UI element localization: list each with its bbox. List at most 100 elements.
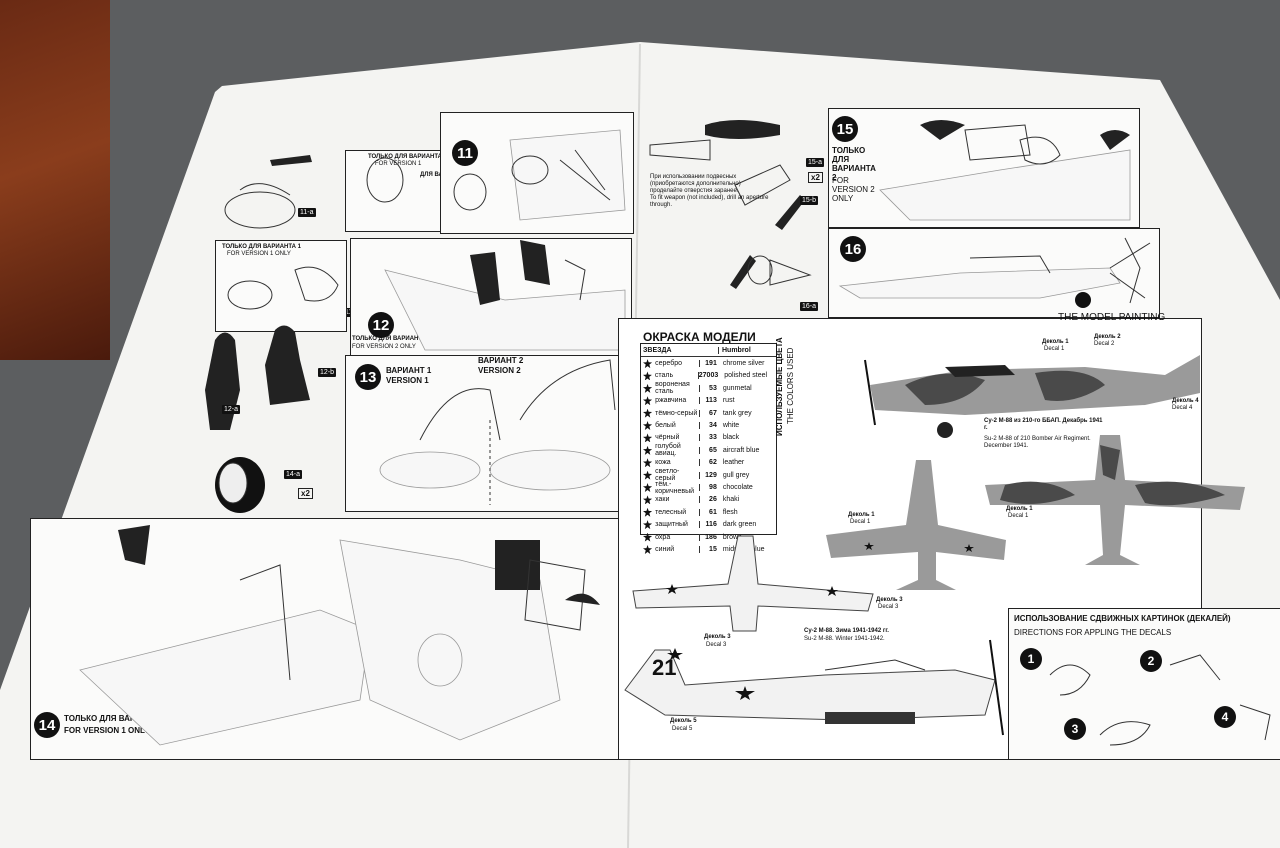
paint-name-en: brown (722, 533, 742, 541)
paint-name-ru: телесный (655, 508, 687, 516)
paint-humbrol-number: 53 (699, 384, 720, 392)
paint-name-en: polished steel (724, 372, 768, 380)
paint-name-ru: тём.-коричневый (655, 480, 695, 495)
decal-step-2: 2 (1140, 650, 1162, 672)
wooden-table-edge (0, 0, 110, 360)
sub-step-15-a: 15-a (806, 158, 825, 167)
decal1-label-en: Decal 1 (1044, 346, 1065, 352)
paint-humbrol-number: 61 (699, 508, 720, 516)
paint-humbrol-number: 191 (699, 360, 720, 368)
aircraft2-side-profile (624, 639, 1004, 736)
step-14-drawing (79, 525, 600, 746)
paint-name-ru: тёмно-серый (655, 409, 698, 417)
paint-name-en: tank grey (722, 409, 752, 417)
paint-humbrol-number: 67 (699, 409, 720, 417)
paint-name-en: aircraft blue (722, 446, 760, 454)
star-icon (643, 458, 653, 468)
step-11b-version1-en: FOR VERSION 1 ONLY (227, 251, 291, 257)
pilot-figures-drawing (205, 325, 310, 430)
star-icon (643, 470, 653, 480)
star-icon (643, 421, 653, 431)
decal1-top-en: Decal 1 (1008, 513, 1029, 519)
paint-humbrol-number: 113 (699, 397, 720, 405)
decal4-label-ru: Деколь 4 (1172, 398, 1199, 404)
paint-name-en: leather (722, 459, 745, 467)
aircraft2-caption-en: Su-2 M-88. Winter 1941-1942. (804, 636, 885, 642)
decal-instructions-title-ru: ИСПОЛЬЗОВАНИЕ СДВИЖНЫХ КАРТИНОК (ДЕКАЛЕЙ… (1014, 614, 1231, 623)
step-14-number: 14 (34, 712, 60, 738)
paint-name-ru: защитный (655, 521, 688, 529)
step-11-number: 11 (452, 140, 478, 166)
aircraft1-top-view (985, 435, 1245, 565)
step-15-label-en: FOR VERSION 2 ONLY (832, 176, 875, 203)
step-12-label-en: FOR VERSION 2 ONLY (352, 344, 416, 350)
decal3-side-ru: Деколь 3 (704, 634, 731, 640)
sub-step-12-b: 12-b (318, 368, 337, 377)
seat-drawing-11b (227, 266, 339, 310)
paint-name-en: khaki (722, 496, 740, 504)
decal-instructions-title-en: DIRECTIONS FOR APPLING THE DECALS (1014, 628, 1172, 637)
star-icon (643, 396, 653, 406)
decal3-side-en: Decal 3 (706, 642, 727, 648)
star-icon (643, 532, 653, 542)
paint-name-ru: хаки (655, 496, 670, 504)
star-icon (643, 507, 653, 517)
paint-name-en: flesh (722, 508, 738, 516)
paint-name-en: gunmetal (722, 384, 752, 392)
star-icon (643, 371, 652, 381)
decal2-label-ru: Деколь 2 (1094, 334, 1121, 340)
step-12-number: 12 (368, 312, 394, 338)
decal4-label-en: Decal 4 (1172, 405, 1193, 411)
colors-used-en: THE COLORS USED (786, 347, 795, 424)
step-12-drawing (384, 240, 626, 351)
step-11-b-version1-panel (215, 240, 347, 332)
step-13-number: 13 (355, 364, 381, 390)
step-16-drawing (838, 237, 1151, 308)
decal2-label-en: Decal 2 (1094, 341, 1115, 347)
sub-step-16-a: 16-a (800, 302, 819, 311)
paint-humbrol-number: 62 (699, 459, 720, 467)
step-15-quantity: x2 (808, 172, 823, 183)
paint-name-ru: кожа (655, 459, 671, 467)
star-icon (643, 495, 653, 505)
step-15-drawing (879, 120, 1131, 221)
step-14-label-en: FOR VERSION 1 ONLY (64, 726, 150, 735)
star-icon (643, 383, 653, 393)
aircraft1-caption-ru: Су-2 М-88 из 210-го ББАП. Декабрь 1941 г… (984, 418, 1103, 431)
step-14-label-ru: ТОЛЬКО ДЛЯ ВАРИАНТА 1 (64, 714, 170, 723)
aircraft2-caption-ru: Су-2 М-88. Зима 1941-1942 гг. (804, 628, 889, 634)
step-11b-version1-ru: ТОЛЬКО ДЛЯ ВАРИАНТА 1 (222, 244, 301, 250)
paint-name-ru: серебро (655, 360, 683, 368)
step-11-version1-label-en: FOR VERSION 1 (375, 161, 422, 167)
paint-humbrol-number: 186 (699, 533, 720, 541)
aircraft1-side-profile (864, 355, 1200, 438)
decal-step-4: 4 (1214, 706, 1236, 728)
step-11-drawing (366, 129, 626, 221)
sub-step-15-b: 15-b (800, 196, 819, 205)
paint-humbrol-number: 26 (699, 496, 720, 504)
star-icon (643, 520, 653, 530)
star-icon (643, 544, 653, 554)
aircraft2-top-view (632, 535, 874, 632)
paint-name-en: chrome silver (722, 360, 765, 368)
paint-name-ru: сталь (654, 372, 674, 380)
painting-title-ru: ОКРАСКА МОДЕЛИ (643, 330, 756, 344)
paint-humbrol-number: 34 (699, 422, 720, 430)
aircraft1-caption-en: Su-2 M-88 of 210 Bomber Air Regiment. De… (984, 436, 1091, 449)
decal-step-3: 3 (1064, 718, 1086, 740)
step-13-version1-en: VERSION 1 (386, 376, 429, 385)
sub-step-11-a: 11-a (298, 208, 316, 217)
step-13-version2-en: VERSION 2 (478, 366, 521, 375)
star-icon (643, 482, 653, 492)
